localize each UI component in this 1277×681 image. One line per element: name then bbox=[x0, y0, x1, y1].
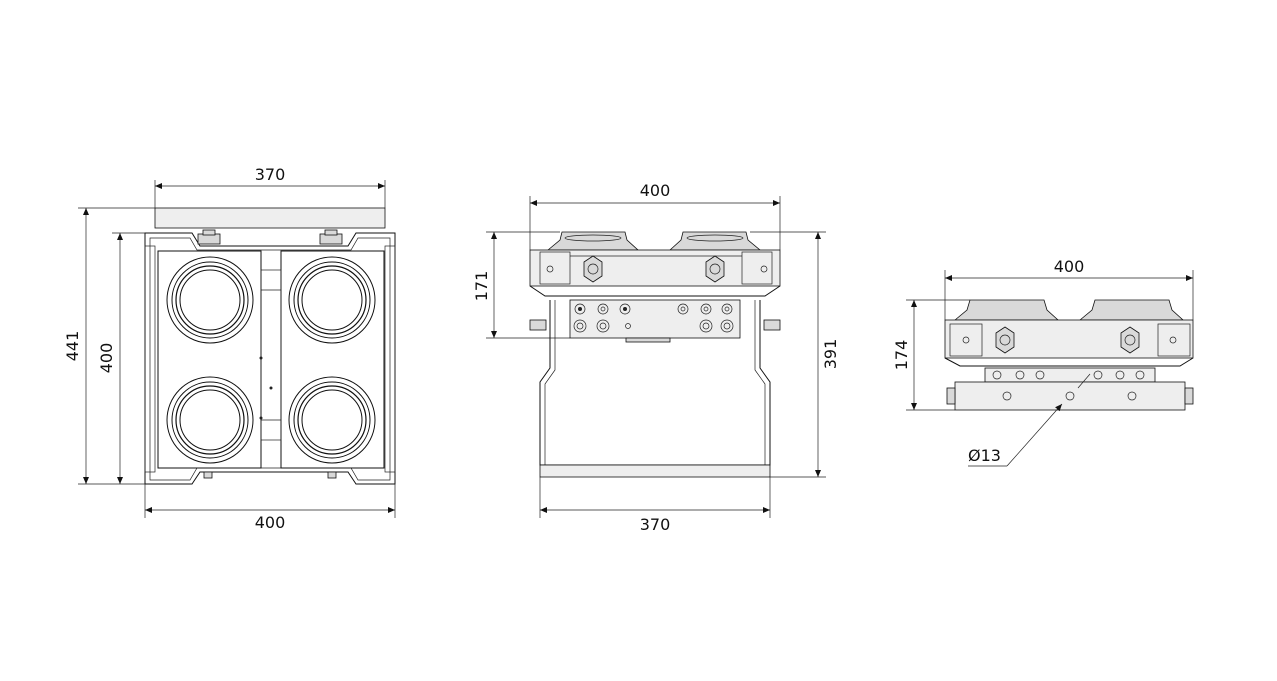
lens-bottom-right bbox=[288, 376, 376, 464]
dim-front-body-height: 400 bbox=[97, 343, 116, 374]
dim-rear-height: 174 bbox=[892, 340, 911, 371]
dim-front-total-height: 441 bbox=[63, 331, 82, 362]
rear-view: 400 174 Ø13 bbox=[892, 257, 1194, 467]
lens-top-left bbox=[166, 256, 254, 344]
front-view: 370 441 400 400 bbox=[63, 165, 396, 532]
connector-group bbox=[573, 303, 734, 333]
dim-front-top-width: 370 bbox=[255, 165, 286, 184]
dim-side-bottom-width: 370 bbox=[640, 515, 671, 534]
top-knob-right bbox=[319, 229, 343, 245]
lens-bottom-left bbox=[166, 376, 254, 464]
dim-side-total-height: 391 bbox=[821, 339, 840, 370]
lens-top-right bbox=[288, 256, 376, 344]
side-view: 400 171 391 370 bbox=[472, 181, 840, 534]
dim-side-top-width: 400 bbox=[640, 181, 671, 200]
top-knob-left bbox=[197, 229, 221, 245]
dim-hole-diameter: Ø13 bbox=[968, 446, 1001, 465]
dim-front-bottom-width: 400 bbox=[255, 513, 286, 532]
dim-side-upper-height: 171 bbox=[472, 271, 491, 302]
dim-rear-top-width: 400 bbox=[1054, 257, 1085, 276]
